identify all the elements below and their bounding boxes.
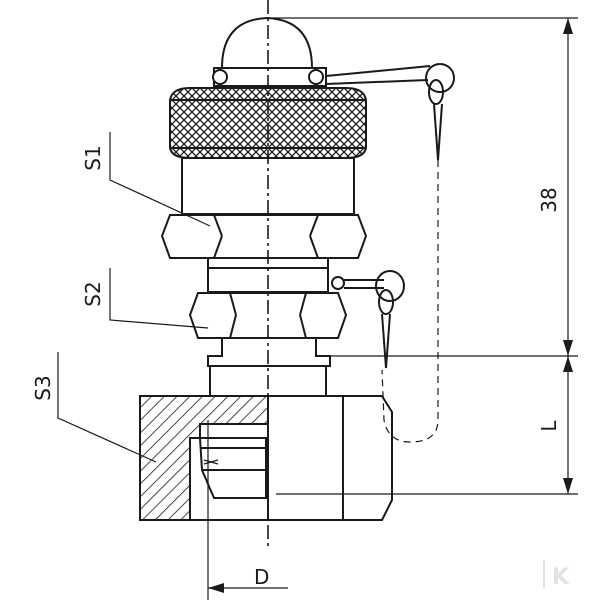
cone-seat — [198, 437, 267, 499]
s3-label: S3 — [31, 375, 55, 400]
hex-s1-facet — [309, 235, 319, 259]
dim-d-label: D — [254, 565, 269, 589]
cap-pin-right — [308, 69, 324, 85]
dust-cap-dome — [220, 16, 314, 69]
s1-leader — [109, 132, 211, 227]
pin-mid — [331, 276, 345, 290]
chain-dashed-path — [381, 160, 439, 443]
hex-s1-facet — [309, 214, 319, 237]
dim-38-label: 38 — [537, 187, 561, 212]
hex-nut-s1 — [160, 214, 368, 259]
dim-d-arrow — [208, 583, 224, 593]
hex-nut-s2 — [188, 292, 348, 339]
collar — [207, 337, 331, 367]
hex-s2-facet — [299, 292, 307, 316]
cap-pin-left — [212, 69, 228, 85]
hex-s2-facet — [229, 314, 237, 339]
chain-hanger-mid — [381, 313, 391, 369]
hex-s2-facet — [299, 314, 307, 339]
s2-label: S2 — [81, 281, 105, 306]
s3-leader — [57, 352, 157, 463]
chain-ring-top-inner — [428, 79, 444, 105]
chain-ring-top — [425, 63, 455, 93]
dim-l-arrow-bottom — [563, 478, 573, 494]
dim-38-arrow-bottom — [563, 340, 573, 356]
seat-ring — [203, 459, 219, 465]
watermark-logo: K — [543, 560, 570, 590]
hex-s1-facet — [213, 235, 223, 259]
s1-label: S1 — [81, 145, 105, 170]
hex-s2-facet — [229, 292, 237, 316]
svg-text:K: K — [552, 565, 570, 590]
chain-ring-mid-inner — [378, 289, 394, 315]
s2-leader — [109, 268, 209, 329]
hex-s1-facet — [213, 214, 223, 237]
chain-hanger-top — [433, 103, 443, 161]
cap-strap-lower — [325, 79, 429, 85]
dim-l-arrow-top — [563, 356, 573, 372]
dim-l-label: L — [537, 420, 561, 432]
cap-strap — [325, 65, 431, 77]
dim-38-arrow-top — [563, 18, 573, 34]
chain-ring-mid — [375, 270, 405, 302]
